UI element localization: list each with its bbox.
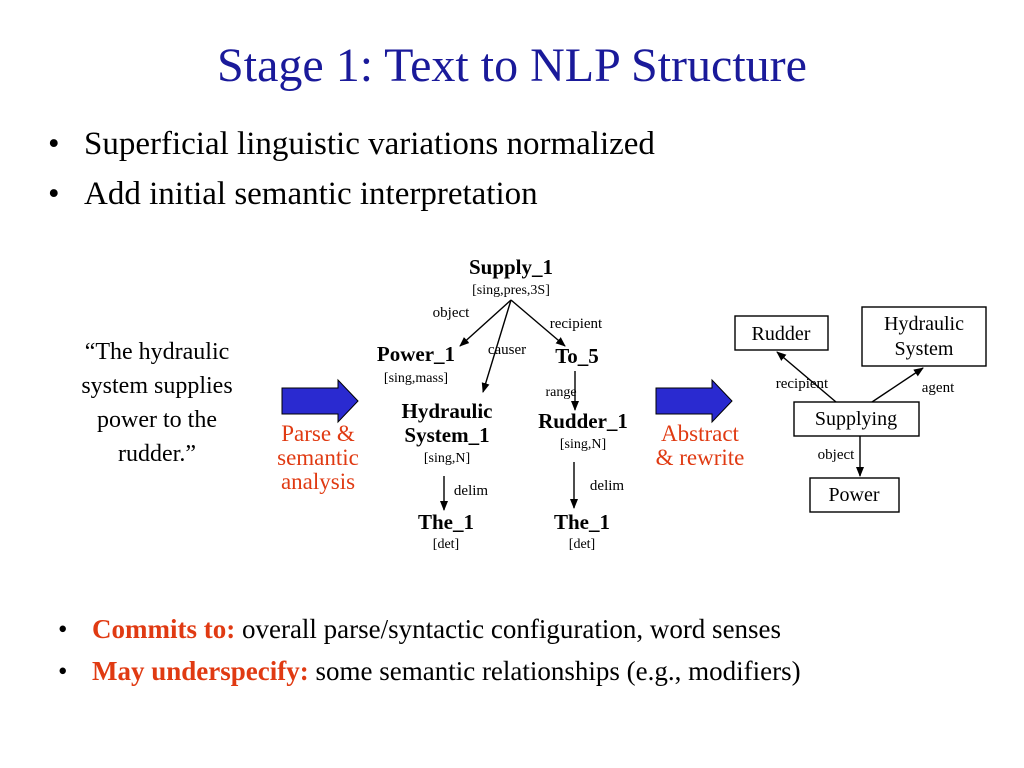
input-line: rudder.” — [118, 441, 196, 467]
box-hydraulic-label-2: System — [895, 338, 954, 360]
node-rudder-features: [sing,N] — [560, 437, 606, 452]
process-arrow — [655, 378, 733, 424]
node-hydraulic-2: System_1 — [404, 423, 489, 447]
edge-object: object — [818, 447, 855, 463]
edge-line — [776, 351, 837, 403]
input-line: power to the — [97, 407, 217, 433]
box-rudder — [734, 315, 829, 351]
edge-agent: agent — [922, 380, 955, 396]
edge-object: object — [433, 305, 470, 321]
box-hydraulic-system — [861, 306, 987, 367]
edge-line — [871, 367, 924, 403]
edge-delim: delim — [454, 483, 488, 499]
node-hydraulic-features: [sing,N] — [424, 451, 470, 466]
bullet-text: Add initial semantic interpretation — [84, 176, 538, 212]
bullet-marker: • — [48, 176, 60, 212]
abstract-step-label: Abstract & rewrite — [630, 422, 770, 470]
node-the-right: The_1 — [554, 510, 610, 534]
process-arrow — [281, 378, 359, 424]
footer-bullet-underspecify: • May underspecify: some semantic relatio… — [58, 654, 801, 688]
footer-label: May underspecify: — [92, 656, 309, 686]
slide-title: Stage 1: Text to NLP Structure — [217, 39, 807, 92]
bullet-semantic: • Add initial semantic interpretation — [48, 174, 538, 214]
node-the-left: The_1 — [418, 510, 474, 534]
footer-bullet-commits: • Commits to: overall parse/syntactic con… — [58, 612, 781, 646]
footer-label: Commits to: — [92, 614, 236, 644]
input-line: “The hydraulic — [84, 339, 230, 365]
node-supply: Supply_1 — [469, 255, 553, 279]
node-supply-features: [sing,pres,3S] — [472, 283, 550, 298]
edge-causer: causer — [488, 342, 526, 358]
step-line: & rewrite — [655, 445, 745, 470]
node-power-features: [sing,mass] — [384, 371, 448, 386]
step-line: semantic — [277, 445, 359, 470]
step-line: Abstract — [661, 421, 739, 446]
step-line: analysis — [280, 469, 356, 494]
edge-line — [481, 299, 512, 393]
bullet-marker: • — [48, 126, 60, 162]
edge-recipient: recipient — [776, 376, 829, 392]
box-hydraulic-label-1: Hydraulic — [884, 313, 964, 335]
node-power: Power_1 — [377, 342, 455, 366]
edge-line — [510, 299, 566, 347]
edge-delim: delim — [590, 478, 624, 494]
bullet-marker: • — [58, 656, 68, 686]
bullet-normalized: • Superficial linguistic variations norma… — [48, 124, 655, 164]
bullet-text: Superficial linguistic variations normal… — [84, 126, 655, 162]
edge-line — [459, 299, 512, 347]
edge-range: range — [545, 385, 576, 400]
input-line: system supplies — [81, 373, 233, 399]
node-to: To_5 — [555, 344, 599, 368]
box-supplying-label: Supplying — [815, 408, 897, 430]
box-supplying — [793, 401, 920, 437]
box-rudder-label: Rudder — [752, 323, 811, 345]
box-power-label: Power — [828, 484, 879, 506]
parse-step-label: Parse & semantic analysis — [258, 422, 378, 494]
node-hydraulic-1: Hydraulic — [401, 399, 492, 423]
bullet-marker: • — [58, 614, 68, 644]
node-the-right-features: [det] — [569, 537, 595, 552]
edge-recipient: recipient — [550, 316, 603, 332]
node-rudder: Rudder_1 — [538, 409, 628, 433]
input-sentence: “The hydraulic system supplies power to … — [50, 335, 264, 471]
box-power — [809, 477, 900, 513]
node-the-left-features: [det] — [433, 537, 459, 552]
footer-text: overall parse/syntactic configuration, w… — [235, 614, 782, 644]
step-line: Parse & — [281, 421, 355, 446]
footer-text: some semantic relationships (e.g., modif… — [308, 656, 801, 686]
